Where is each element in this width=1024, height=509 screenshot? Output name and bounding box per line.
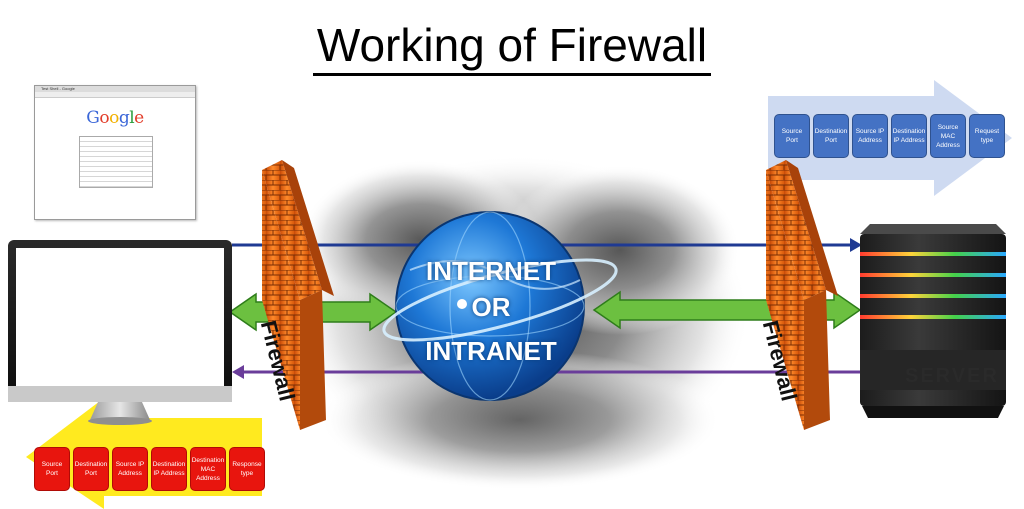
- search-results-list: [79, 136, 153, 188]
- right-firewall-icon: [766, 160, 838, 430]
- browser-address-bar: [35, 92, 195, 98]
- network-label-line2: OR: [471, 292, 511, 322]
- google-logo: Google: [86, 108, 144, 128]
- request-arrow-shape: [768, 80, 1012, 196]
- response-field: Destination IP Address: [151, 447, 187, 491]
- network-label-line1: INTERNET: [426, 256, 556, 286]
- left-firewall-icon: [262, 160, 334, 430]
- server-label: SERVER: [905, 365, 999, 387]
- page-title: Working of Firewall: [0, 18, 1024, 76]
- request-field: Request type: [969, 114, 1005, 158]
- response-field: Response type: [229, 447, 265, 491]
- request-packet-fields: Source Port Destination Port Source IP A…: [774, 114, 1005, 158]
- response-field: Destination Port: [73, 447, 109, 491]
- network-label-line3: INTRANET: [425, 336, 557, 366]
- response-packet-fields: Source Port Destination Port Source IP A…: [34, 447, 265, 491]
- response-field: Source IP Address: [112, 447, 148, 491]
- request-field: Destination Port: [813, 114, 849, 158]
- browser-window: Test Shell - Google Google: [34, 85, 196, 220]
- request-field: Source MAC Address: [930, 114, 966, 158]
- response-field: Destination MAC Address: [190, 447, 226, 491]
- globe-icon: [382, 211, 618, 401]
- browser-title-bar: Test Shell - Google: [35, 86, 195, 92]
- response-field: Source Port: [34, 447, 70, 491]
- request-field: Source Port: [774, 114, 810, 158]
- request-field: Source IP Address: [852, 114, 888, 158]
- request-field: Destination IP Address: [891, 114, 927, 158]
- page-title-text: Working of Firewall: [312, 19, 712, 76]
- server-icon: [860, 224, 1006, 418]
- monitor-icon: [8, 240, 232, 425]
